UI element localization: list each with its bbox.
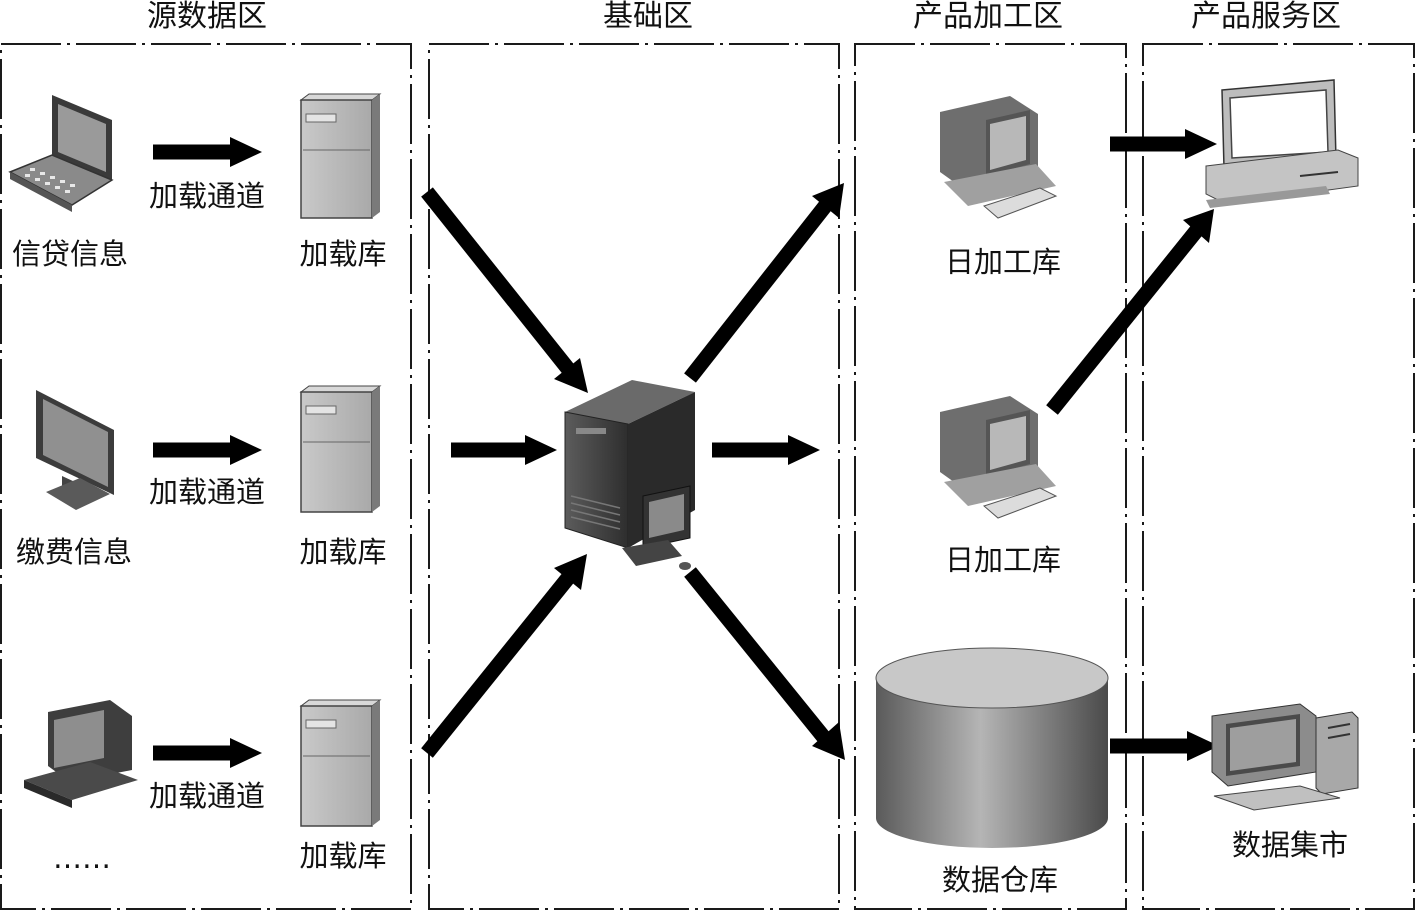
workstation-icon xyxy=(940,96,1058,219)
arrow-base-to-daily1 xyxy=(684,183,844,383)
daily-db-label-1: 日加工库 xyxy=(945,245,1061,279)
warehouse-label: 数据仓库 xyxy=(942,863,1058,897)
laptop-icon xyxy=(8,95,114,212)
zone-base-frame xyxy=(428,43,840,910)
load-channel-label-2: 加载通道 xyxy=(149,475,265,509)
pc-tower-icon xyxy=(1211,703,1359,811)
arrow-warehouse-to-datamart xyxy=(1110,731,1219,761)
arrow-base-to-daily2 xyxy=(712,435,820,465)
source-label-credit: 信贷信息 xyxy=(12,237,128,271)
zone-processing-frame xyxy=(854,43,1127,910)
desktop-terminal-icon xyxy=(1205,79,1359,208)
arrow-load1-to-base xyxy=(421,187,588,393)
load-db-label-2: 加载库 xyxy=(299,535,386,569)
zone-base-title: 基础区 xyxy=(603,0,693,34)
load-arrow-1 xyxy=(153,137,262,167)
zone-service-frame xyxy=(1142,43,1415,910)
load-arrow-3 xyxy=(153,738,262,768)
load-arrow-2 xyxy=(153,435,262,465)
database-cylinder-icon xyxy=(875,647,1109,848)
zone-service-title: 产品服务区 xyxy=(1191,0,1341,34)
monitor-icon xyxy=(36,390,114,510)
load-channel-label-3: 加载通道 xyxy=(149,779,265,813)
source-label-more: …… xyxy=(53,841,111,875)
workstation-icon xyxy=(940,396,1058,519)
load-db-label-3: 加载库 xyxy=(299,839,386,873)
daily-db-label-2: 日加工库 xyxy=(945,543,1061,577)
load-channel-label-1: 加载通道 xyxy=(149,179,265,213)
arrow-base-to-warehouse xyxy=(684,567,845,760)
server-cabinet-icon xyxy=(299,93,382,219)
arrow-daily1-to-service xyxy=(1110,129,1217,159)
zone-processing-title: 产品加工区 xyxy=(913,0,1063,34)
zone-source-title: 源数据区 xyxy=(147,0,267,34)
server-cabinet-icon xyxy=(299,699,382,827)
tower-server-icon xyxy=(564,380,695,570)
data-mart-label: 数据集市 xyxy=(1232,828,1348,862)
load-db-label-1: 加载库 xyxy=(299,237,386,271)
arrow-daily2-to-service xyxy=(1046,209,1214,415)
server-cabinet-icon xyxy=(299,385,382,513)
arrow-load2-to-base xyxy=(451,435,557,465)
desktop-computer-icon xyxy=(24,700,138,808)
arrow-load3-to-base xyxy=(421,554,587,758)
zone-source-frame xyxy=(0,43,412,910)
source-label-payment: 缴费信息 xyxy=(16,535,132,569)
